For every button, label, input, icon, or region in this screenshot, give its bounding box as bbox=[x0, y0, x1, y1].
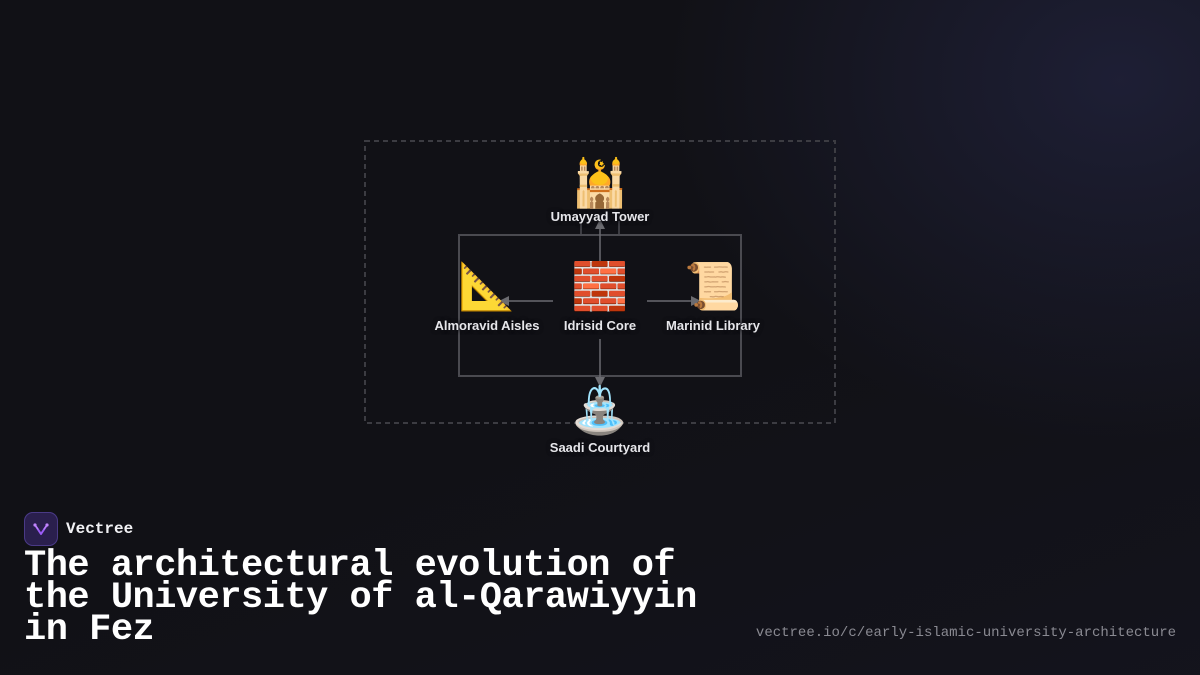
brand: Vectree bbox=[24, 512, 133, 546]
node-label-idrisid-core: Idrisid Core bbox=[563, 318, 637, 333]
brick-icon: 🧱 bbox=[571, 259, 629, 313]
vectree-logo-icon bbox=[24, 512, 58, 546]
page-title: The architectural evolution of the Unive… bbox=[24, 545, 697, 651]
node-label-saadi-courtyard: Saadi Courtyard bbox=[549, 440, 651, 455]
node-label-almoravid-aisles: Almoravid Aisles bbox=[434, 318, 540, 333]
fountain-icon: ⛲ bbox=[571, 383, 629, 437]
outer-dashed-frame bbox=[364, 140, 836, 424]
node-label-marinid-library: Marinid Library bbox=[666, 318, 760, 333]
brand-name: Vectree bbox=[66, 520, 134, 538]
triangular-ruler-icon: 📐 bbox=[458, 259, 516, 313]
mosque-icon: 🕌 bbox=[571, 156, 629, 210]
source-url[interactable]: vectree.io/c/early-islamic-university-ar… bbox=[755, 625, 1176, 641]
node-label-umayyad-tower: Umayyad Tower bbox=[550, 209, 650, 224]
scroll-icon: 📜 bbox=[684, 259, 742, 313]
